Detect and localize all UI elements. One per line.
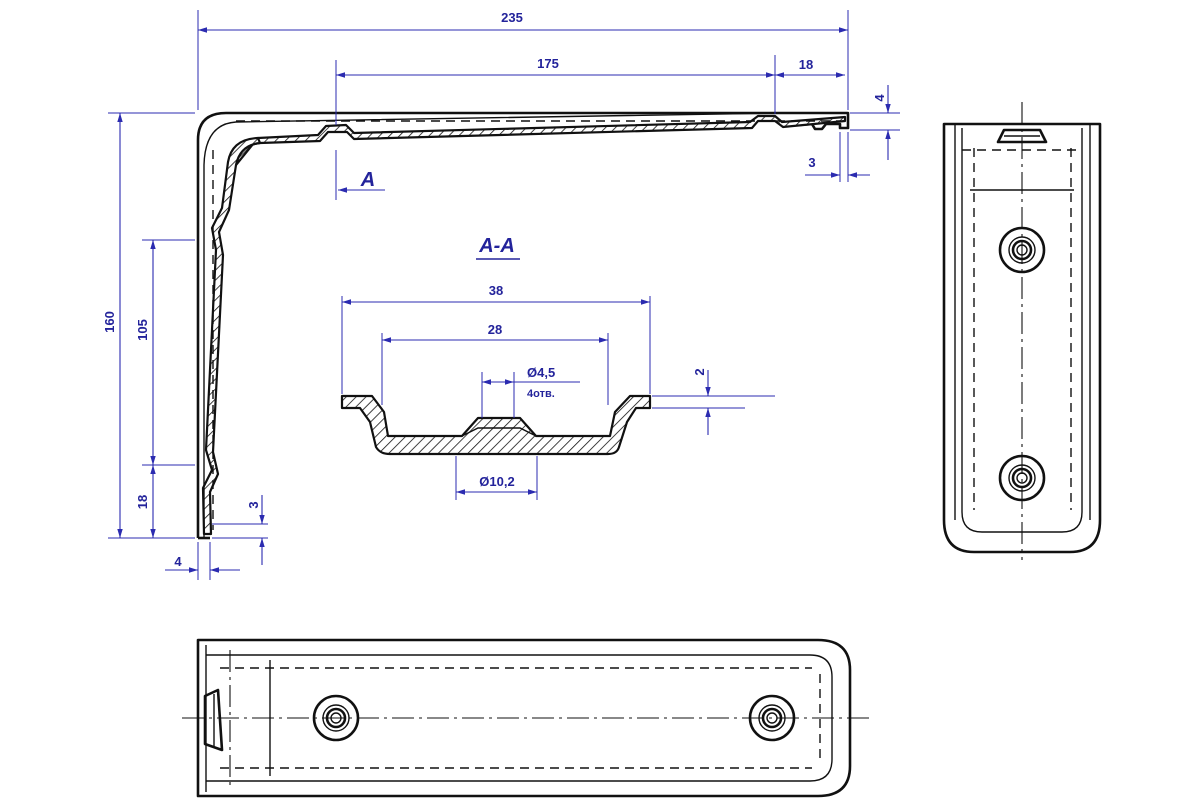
upper-hole [998, 226, 1046, 274]
dim-side-thickness: 4 [174, 554, 182, 569]
vertical-arm-section [201, 136, 262, 536]
dim-inner-width: 175 [537, 56, 559, 71]
dim-section-inner: 28 [488, 322, 502, 337]
lower-hole [998, 454, 1046, 502]
side-view: 235 175 18 4 3 160 105 18 3 4 A [102, 10, 900, 580]
dim-section-depth: 2 [692, 368, 707, 375]
dim-hole-count: 4отв. [527, 388, 555, 400]
bracket-inner-outline [203, 112, 781, 538]
cut-label: A [360, 169, 375, 191]
dim-boss-diameter: Ø10,2 [479, 474, 514, 489]
section-label: A-A [478, 235, 515, 257]
dim-end-offset: 3 [808, 155, 815, 170]
section-profile [340, 394, 652, 456]
dim-top-thickness: 4 [872, 94, 887, 102]
section-a-a: A-A 38 28 Ø4,5 4отв. Ø10,2 2 [340, 235, 775, 500]
right-hole [748, 694, 796, 742]
top-view [182, 638, 870, 798]
dim-section-width: 38 [489, 283, 503, 298]
front-view [942, 102, 1102, 560]
dim-end-width: 18 [799, 57, 813, 72]
dim-overall-width: 235 [501, 10, 523, 25]
dim-bottom-offset: 3 [246, 501, 261, 508]
left-hole [312, 694, 360, 742]
dim-bottom-height: 18 [135, 495, 150, 509]
dim-hole-diameter: Ø4,5 [527, 365, 555, 380]
bracket-outer-outline [196, 111, 850, 538]
top-arm-section [234, 114, 847, 167]
dim-inner-height: 105 [135, 319, 150, 341]
dim-overall-height: 160 [102, 311, 117, 333]
